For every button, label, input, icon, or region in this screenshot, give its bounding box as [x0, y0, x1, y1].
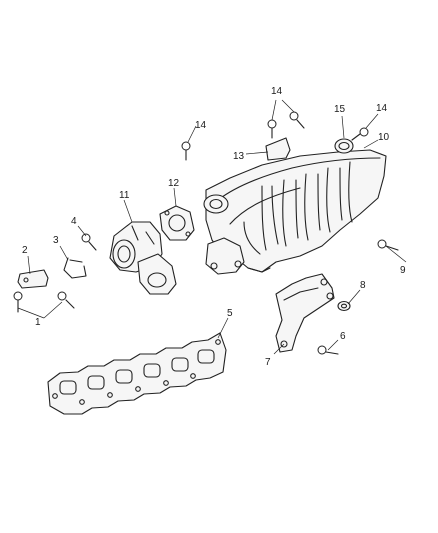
callout-7: 7: [265, 357, 271, 368]
manifold-gasket: [47, 332, 227, 415]
callout-14-left: 14: [195, 120, 207, 131]
throttle-body: [109, 221, 177, 295]
bolt: [181, 141, 191, 161]
bolt: [377, 239, 399, 251]
callout-14-top: 14: [271, 86, 283, 97]
callout-6: 6: [340, 331, 346, 342]
callout-8: 8: [360, 280, 366, 291]
callout-2: 2: [22, 245, 28, 256]
bolt: [289, 111, 305, 129]
callout-9: 9: [400, 265, 406, 276]
callout-1: 1: [35, 317, 41, 328]
hose-clamp: [334, 138, 354, 154]
callout-13: 13: [233, 151, 245, 162]
small-bracket: [265, 137, 291, 161]
callout-12: 12: [168, 178, 180, 189]
bolt: [267, 119, 277, 139]
retaining-clip: [63, 257, 87, 279]
callout-4: 4: [71, 216, 77, 227]
callout-3: 3: [53, 235, 59, 246]
bolt: [13, 291, 23, 313]
bolt: [81, 233, 97, 251]
callout-11: 11: [119, 190, 130, 201]
bolt: [317, 345, 339, 355]
support-bracket: [275, 273, 335, 353]
intake-manifold: [203, 149, 387, 275]
bolt: [57, 291, 75, 309]
washer: [337, 300, 351, 312]
throttle-gasket: [159, 205, 195, 241]
callout-15: 15: [334, 104, 346, 115]
callout-14-right: 14: [376, 103, 388, 114]
callout-5: 5: [227, 308, 233, 319]
strap-bracket: [17, 269, 49, 289]
leader-lines: [17, 99, 407, 355]
bolt: [351, 127, 369, 141]
callout-10: 10: [378, 132, 390, 143]
